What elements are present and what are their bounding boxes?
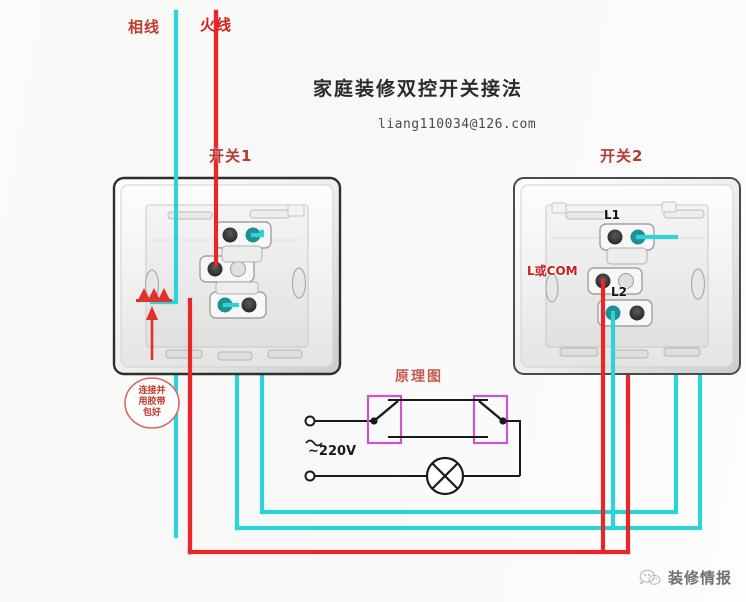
- neutral-wire-label: 相线: [128, 18, 161, 36]
- switch-2-label: 开关2: [600, 147, 644, 165]
- switch-2-terminal-com[interactable]: [587, 267, 643, 295]
- watermark-text: 装修情报: [667, 569, 732, 587]
- switch-1-label: 开关1: [209, 147, 253, 165]
- page-title: 家庭装修双控开关接法: [313, 78, 524, 100]
- schematic-diagram: [304, 394, 521, 496]
- neutral-wire-front-right: [610, 234, 679, 531]
- author-email: liang110034@126.com: [378, 117, 537, 132]
- splice-callout-line-1: 连接并: [138, 386, 166, 396]
- splice-callout-line-3: 包好: [142, 408, 161, 418]
- watermark: 装修情报: [639, 567, 732, 588]
- terminal-label-l2: L2: [611, 285, 627, 299]
- splice-callout-line-2: 用胶带: [138, 397, 166, 407]
- schematic-title: 原理图: [395, 369, 443, 385]
- live-wire-label: 火线: [200, 16, 233, 34]
- supply-voltage-label: ~220V: [308, 444, 357, 459]
- live-wire-front: [187, 9, 606, 555]
- terminal-label-l1: L1: [604, 208, 620, 222]
- terminal-label-com: L或COM: [527, 264, 578, 278]
- splice-callout-bubble: [124, 377, 180, 429]
- splice-arrow: [146, 306, 158, 360]
- wechat-icon: [639, 569, 661, 585]
- switch-2-terminal-l1[interactable]: [599, 223, 655, 265]
- splice-marks: [136, 288, 172, 302]
